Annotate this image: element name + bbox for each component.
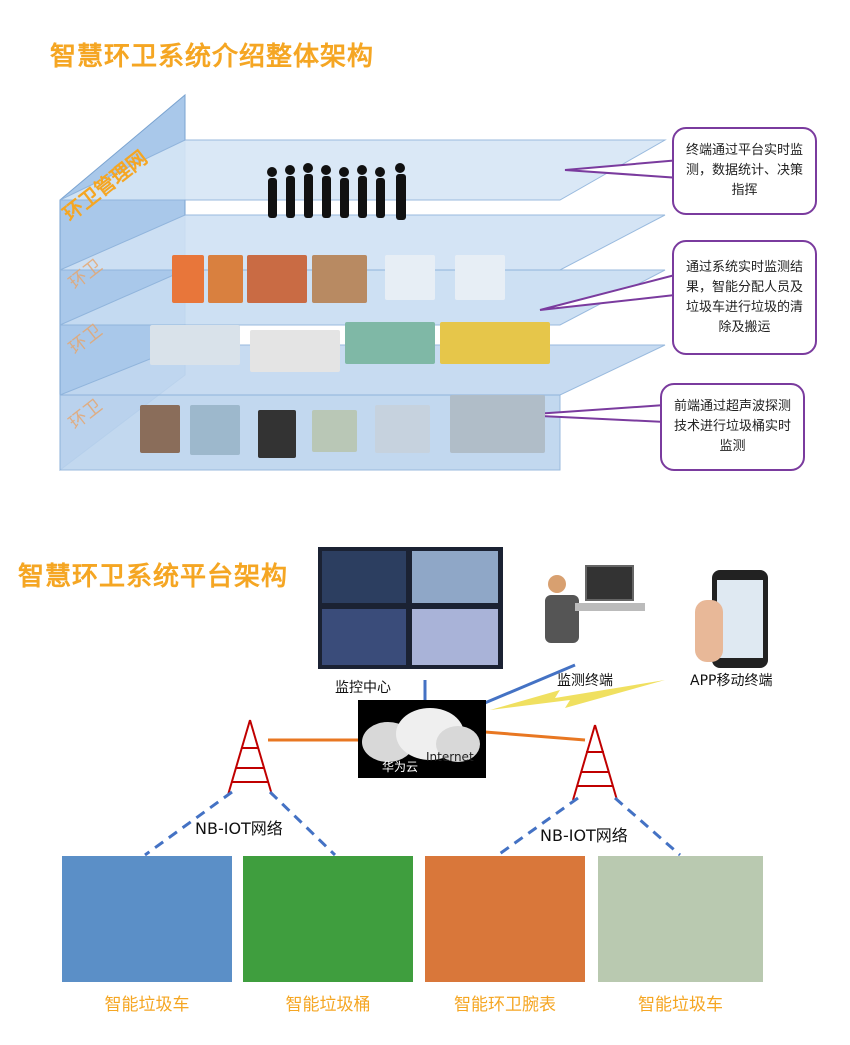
- link-monitor-terminal: [479, 663, 576, 707]
- tanker-truck-photo: [250, 330, 340, 372]
- monitor-terminal-label: 监测终端: [557, 673, 613, 689]
- monitor-center-label: 监控中心: [335, 680, 391, 696]
- suction-truck-photo: [440, 322, 550, 364]
- section1-title: 智慧环卫系统介绍整体架构: [50, 42, 375, 72]
- device-photo-watch: [425, 856, 585, 982]
- compactor-truck-photo: [345, 322, 435, 364]
- screen-1: [322, 551, 406, 603]
- sweeper-truck-photo: [150, 325, 240, 365]
- hand: [695, 600, 723, 662]
- operator-head: [548, 575, 566, 593]
- network-lines: [144, 663, 681, 857]
- link-cloud-right: [484, 730, 586, 742]
- callout-ultrasonic-detection: 前端通过超声波探测技术进行垃圾桶实时监测: [660, 383, 805, 471]
- dash-right-2: [614, 796, 681, 857]
- tower-left: [227, 719, 273, 796]
- monitor-wall: [318, 547, 503, 669]
- station-photo: [375, 405, 430, 453]
- trash-bin-photo: [140, 405, 180, 453]
- screen-4: [412, 609, 498, 665]
- huawei-cloud-box: 华为云 Internet: [358, 700, 486, 778]
- toilet-photo: [312, 410, 357, 452]
- device-photo-truck-2: [598, 856, 763, 982]
- app-terminal-label: APP移动终端: [690, 673, 773, 689]
- worker-photo-2: [208, 255, 243, 303]
- dash-left-1: [144, 790, 233, 857]
- kiosk-photo: [258, 410, 296, 458]
- plant-photo: [450, 395, 545, 453]
- nbiot-right-label: NB-IOT网络: [540, 826, 628, 845]
- cloud-icon: [362, 708, 480, 762]
- device-photo-bin: [243, 856, 413, 982]
- screen-3: [322, 609, 406, 665]
- operator-body: [545, 595, 579, 643]
- scooter-photo-1: [385, 255, 435, 300]
- worker-photo-4: [312, 255, 367, 303]
- worker-photo-1: [172, 255, 204, 303]
- desktop-monitor: [585, 565, 634, 601]
- desk: [575, 603, 645, 611]
- scooter-photo-2: [455, 255, 505, 300]
- device-caption-4: 智能垃圾车: [638, 995, 723, 1015]
- phone-map-screen: [717, 580, 763, 658]
- device-caption-2: 智能垃圾桶: [285, 995, 371, 1015]
- internet-label: Internet: [426, 750, 474, 764]
- nbiot-left-label: NB-IOT网络: [195, 819, 283, 838]
- device-caption-1: 智能垃圾车: [104, 995, 190, 1015]
- device-photo-truck-1: [62, 856, 232, 982]
- people-silhouettes: [267, 163, 406, 220]
- section2-title: 智慧环卫系统平台架构: [18, 562, 289, 592]
- tower-right: [572, 724, 618, 801]
- wireless-bolt: [490, 680, 665, 710]
- base-layer: [59, 394, 561, 471]
- device-caption-3: 智能环卫腕表: [454, 995, 556, 1015]
- dash-left-2: [268, 790, 337, 857]
- callout-smart-dispatch: 通过系统实时监测结果，智能分配人员及垃圾车进行垃圾的清除及搬运: [672, 240, 817, 355]
- bus-shelter-photo: [190, 405, 240, 455]
- screen-2: [412, 551, 498, 603]
- worker-photo-3: [247, 255, 307, 303]
- cloud-label: 华为云: [382, 760, 419, 774]
- callout-platform-monitoring: 终端通过平台实时监测，数据统计、决策指挥: [672, 127, 817, 215]
